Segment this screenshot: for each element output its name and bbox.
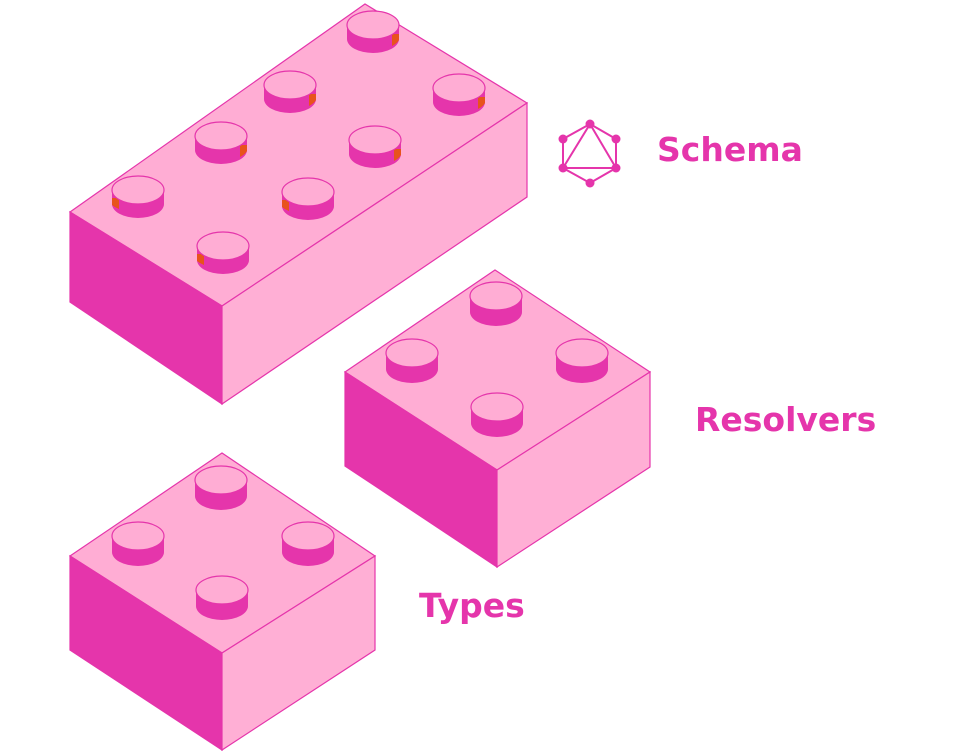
brick-stud [555, 338, 609, 383]
brick-stud [385, 338, 439, 383]
brick-stud [348, 125, 402, 168]
resolvers-brick [343, 269, 652, 569]
brick-stud [195, 575, 249, 620]
brick-right-face [221, 101, 528, 406]
brick-stud [111, 175, 165, 218]
brick-stud [194, 465, 248, 510]
brick-stud [470, 392, 524, 437]
brick-stud [196, 231, 250, 274]
brick-stud [281, 521, 335, 566]
brick-stud [346, 10, 400, 53]
schema-label: Schema [657, 130, 803, 169]
brick-stud [432, 73, 486, 116]
brick-right-face [496, 370, 651, 569]
types-label: Types [419, 586, 525, 625]
brick-stud [194, 121, 248, 164]
graphql-logo-icon [558, 119, 621, 188]
schema-brick [68, 3, 529, 406]
types-brick [68, 452, 377, 751]
brick-right-face [221, 554, 376, 751]
brick-stud [469, 281, 523, 326]
brick-stud [263, 70, 317, 113]
brick-stud [111, 521, 165, 566]
resolvers-label: Resolvers [695, 400, 876, 439]
brick-stud [281, 177, 335, 220]
